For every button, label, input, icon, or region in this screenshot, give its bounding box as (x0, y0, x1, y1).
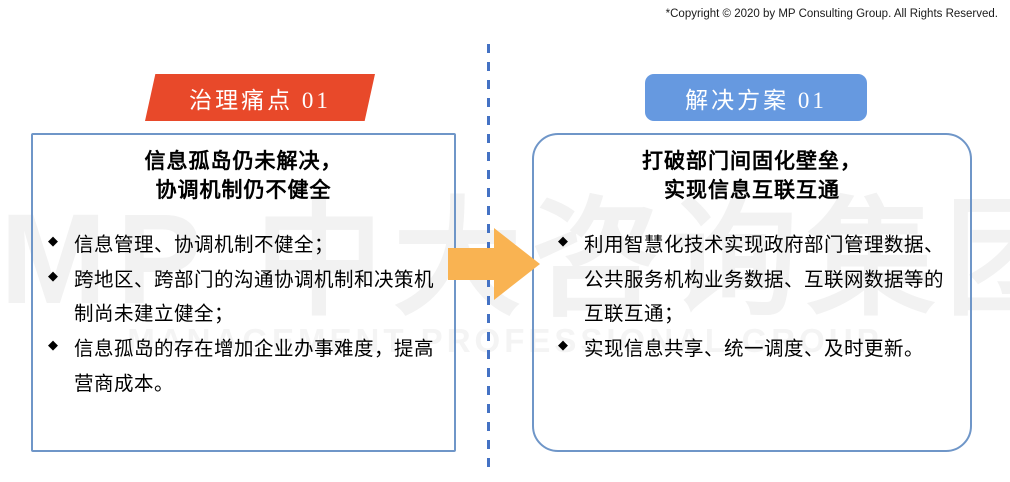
right-banner-label: 解决方案 01 (685, 87, 827, 113)
right-card-bullet-list: ◆ 利用智慧化技术实现政府部门管理数据、公共服务机构业务数据、互联网数据等的互联… (534, 229, 970, 368)
right-arrow-icon (448, 228, 540, 300)
list-item: ◆ 信息管理、协调机制不健全； (48, 229, 444, 264)
list-item: ◆ 信息孤岛的存在增加企业办事难度，提高营商成本。 (48, 333, 444, 402)
right-card-heading-line1: 打破部门间固化壁垒， (642, 149, 862, 173)
left-card-bullet-list: ◆ 信息管理、协调机制不健全； ◆ 跨地区、跨部门的沟通协调机制和决策机制尚未建… (33, 229, 454, 403)
list-item-text: 跨地区、跨部门的沟通协调机制和决策机制尚未建立健全； (74, 269, 435, 326)
left-card-pain-points: 信息孤岛仍未解决， 协调机制仍不健全 ◆ 信息管理、协调机制不健全； ◆ 跨地区… (31, 133, 456, 452)
left-card-heading-line1: 信息孤岛仍未解决， (144, 149, 343, 173)
list-item-text: 信息管理、协调机制不健全； (74, 235, 335, 256)
left-banner-pain-points: 治理痛点 01 (145, 74, 375, 121)
left-card-heading-line2: 协调机制仍不健全 (155, 177, 332, 202)
diamond-bullet-icon: ◆ (48, 267, 59, 283)
list-item: ◆ 跨地区、跨部门的沟通协调机制和决策机制尚未建立健全； (48, 264, 444, 333)
diamond-bullet-icon: ◆ (558, 233, 569, 248)
list-item: ◆ 实现信息共享、统一调度、及时更新。 (558, 333, 952, 368)
list-item: ◆ 利用智慧化技术实现政府部门管理数据、公共服务机构业务数据、互联网数据等的互联… (558, 229, 952, 333)
diamond-bullet-icon: ◆ (48, 233, 59, 248)
right-card-heading: 打破部门间固化壁垒， 实现信息互联互通 (534, 147, 970, 205)
diamond-bullet-icon: ◆ (558, 337, 569, 353)
diamond-bullet-icon: ◆ (48, 337, 59, 353)
right-banner-solution: 解决方案 01 (645, 74, 867, 121)
list-item-text: 实现信息共享、统一调度、及时更新。 (584, 339, 925, 361)
right-card-solution: 打破部门间固化壁垒， 实现信息互联互通 ◆ 利用智慧化技术实现政府部门管理数据、… (532, 133, 972, 452)
copyright-notice: *Copyright © 2020 by MP Consulting Group… (665, 8, 998, 20)
left-banner-label: 治理痛点 01 (189, 87, 331, 113)
left-card-heading: 信息孤岛仍未解决， 协调机制仍不健全 (33, 147, 454, 205)
right-card-heading-line2: 实现信息互联互通 (664, 177, 840, 202)
list-item-text: 利用智慧化技术实现政府部门管理数据、公共服务机构业务数据、互联网数据等的互联互通… (584, 235, 945, 326)
list-item-text: 信息孤岛的存在增加企业办事难度，提高营商成本。 (74, 339, 435, 395)
